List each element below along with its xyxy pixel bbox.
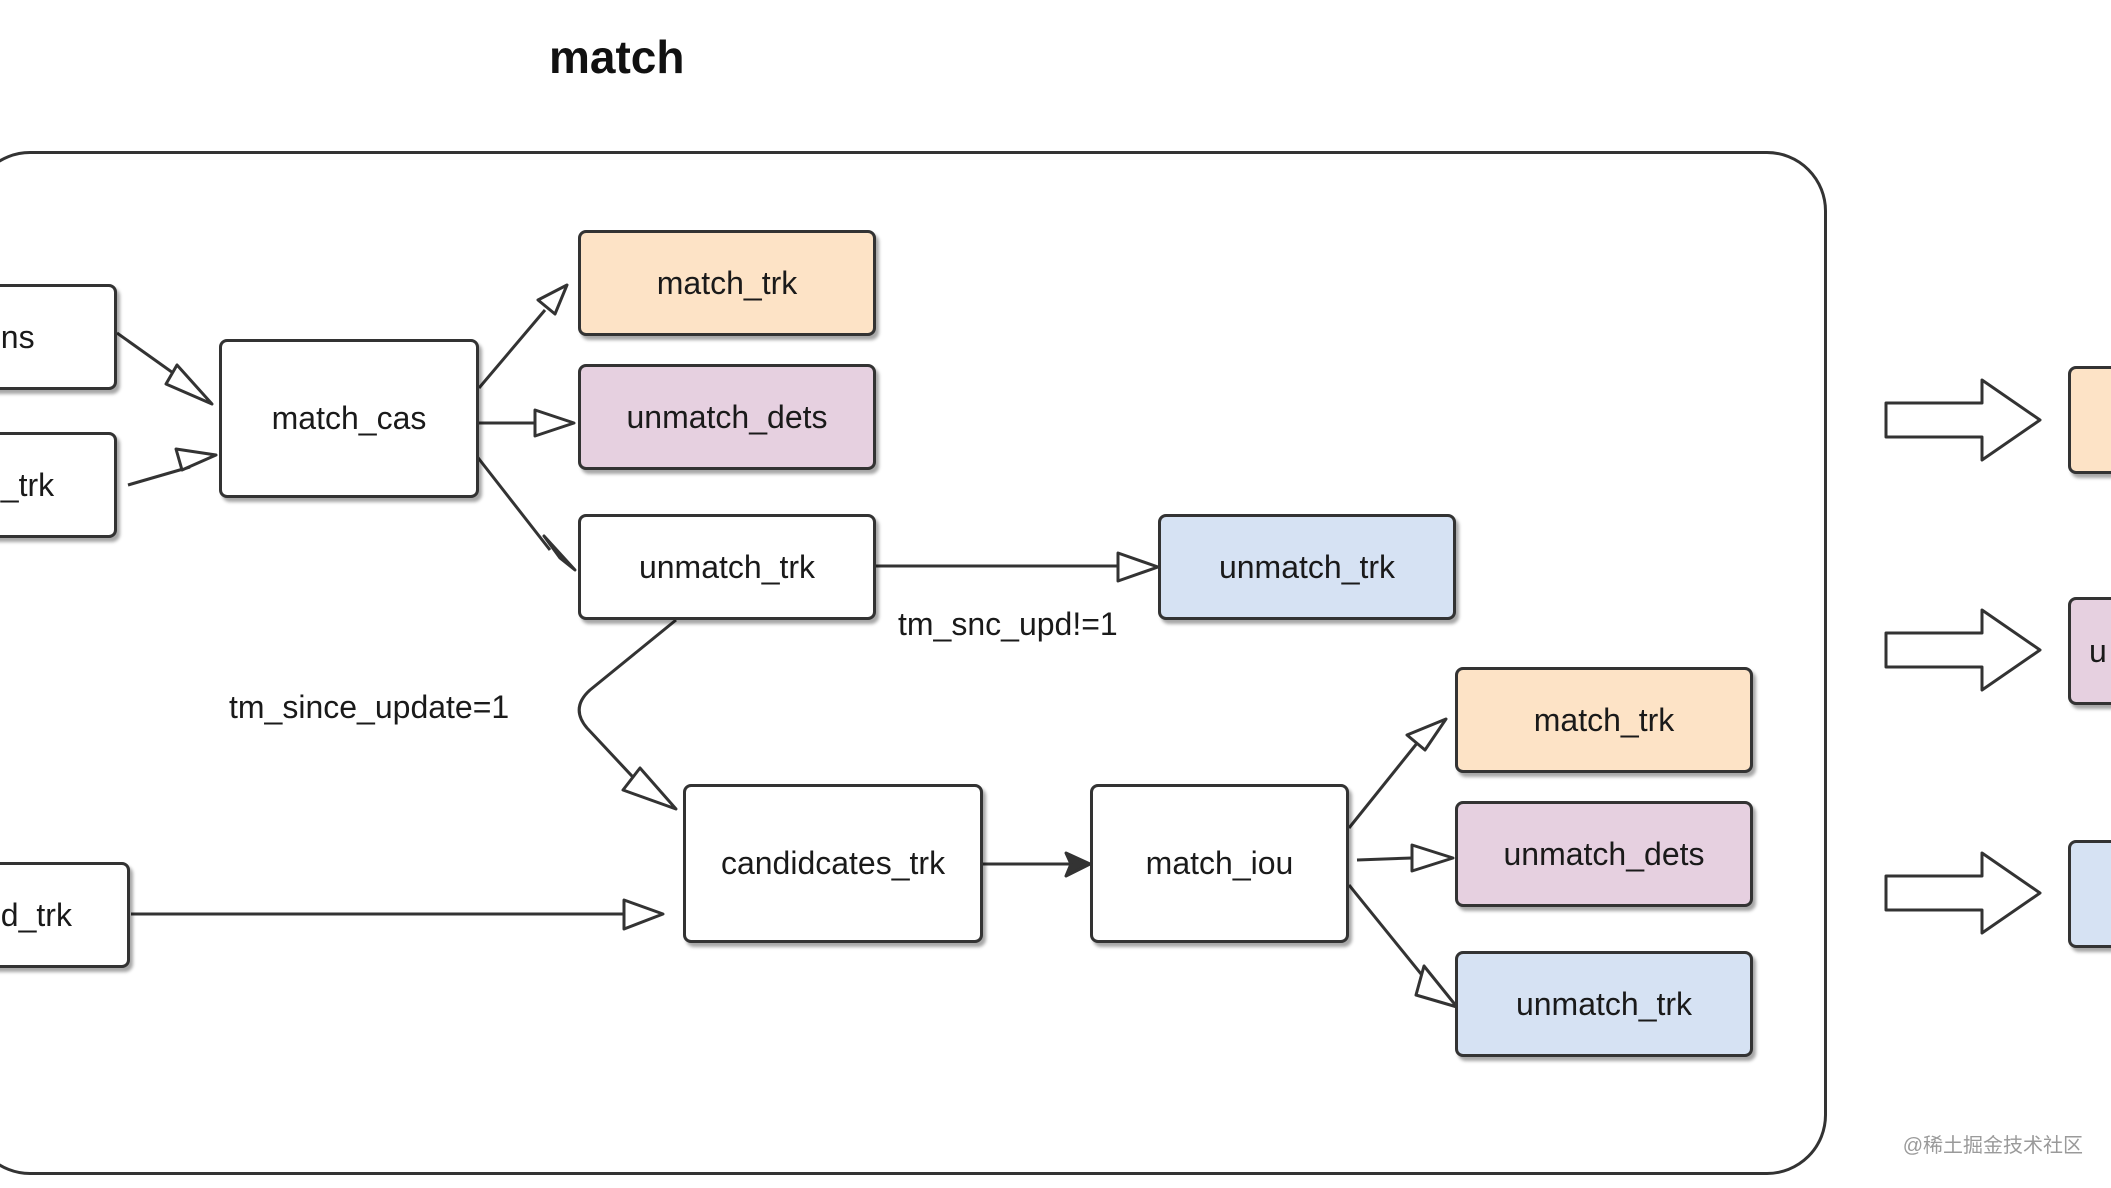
node-match-iou-label: match_iou [1145, 845, 1294, 881]
node-match-trk-1-label: match_trk [656, 264, 798, 301]
diagram-title: match [549, 31, 685, 83]
node-tracked-trk: d_trk [0, 432, 117, 538]
match-group-frame [0, 151, 1827, 1175]
watermark: @稀土掘金技术社区 [1902, 1135, 2083, 1157]
node-tracked-trk-label: d_trk [0, 466, 55, 503]
edge-match-cas-to-match-trk [477, 309, 547, 389]
block-arrow-unmatch-trk [1884, 851, 2042, 935]
node-match-trk-3-label: match_trk [1533, 701, 1675, 738]
node-unmatch-trk-3: unmatch_trk [1455, 951, 1753, 1057]
node-match-cas: match_cas [219, 339, 479, 498]
node-unmatch-trk-3-label: unmatch_trk [1515, 985, 1693, 1022]
edge-match-iou-to-unmatch-trk [1347, 884, 1432, 986]
edge-tracked-to-match-cas [127, 465, 191, 487]
node-match-iou: match_iou [1090, 784, 1349, 943]
arrowhead-open [542, 534, 577, 572]
node-unmatch-dets-1-label: unmatch_dets [626, 398, 828, 435]
node-unmatch-trk-2-label: unmatch_trk [1218, 548, 1396, 585]
block-arrow-match [1884, 378, 2042, 462]
edge-match-iou-to-match-trk [1347, 741, 1420, 829]
node-output-unmatch-dets-cut: u [2068, 597, 2111, 705]
node-match-trk-1: match_trk [578, 230, 876, 336]
node-unmatch-dets-3-label: unmatch_dets [1503, 835, 1705, 872]
edge-label-tm-snc-upd: tm_snc_upd!=1 [898, 606, 1118, 642]
node-unmatch-dets-3: unmatch_dets [1455, 801, 1753, 907]
arrowhead-open [1414, 964, 1459, 1009]
arrowhead-open [1410, 843, 1455, 873]
block-arrow-unmatch-dets [1884, 608, 2042, 692]
edge-unmatch-trk-to-candidates [577, 618, 677, 792]
node-detections-label: ons [0, 318, 35, 355]
arrowhead-open [1116, 551, 1160, 583]
node-candidates-trk: candidcates_trk [683, 784, 983, 943]
node-unmatch-trk-2: unmatch_trk [1158, 514, 1456, 620]
arrowhead-open [174, 447, 218, 472]
node-output-unmatch-dets-cut-label: u [2089, 632, 2107, 669]
node-unmatch-trk-1-label: unmatch_trk [638, 548, 816, 585]
node-output-unmatch-trk-cut [2068, 840, 2111, 948]
arrowhead-open [164, 363, 214, 406]
node-output-match-cut [2068, 366, 2111, 474]
node-unconfirmed-trk-label: ed_trk [0, 896, 72, 933]
edge-match-cas-to-unmatch-trk [470, 449, 552, 551]
node-detections: ons [0, 284, 117, 390]
arrowhead-open [1405, 717, 1448, 752]
node-match-trk-3: match_trk [1455, 667, 1753, 773]
node-candidates-trk-label: candidcates_trk [720, 845, 946, 881]
arrowhead-open [622, 898, 665, 931]
node-match-cas-label: match_cas [271, 400, 427, 436]
arrowhead-filled [1064, 851, 1092, 878]
arrowhead-open [536, 283, 569, 316]
edge-match-iou-to-unmatch-dets [1356, 856, 1413, 862]
node-unmatch-trk-1: unmatch_trk [578, 514, 876, 620]
node-unconfirmed-trk: ed_trk [0, 862, 130, 968]
node-unmatch-dets-1: unmatch_dets [578, 364, 876, 470]
arrowhead-open [621, 766, 678, 811]
arrowhead-open [533, 408, 576, 438]
edge-label-tm-since-update: tm_since_update=1 [229, 689, 510, 725]
